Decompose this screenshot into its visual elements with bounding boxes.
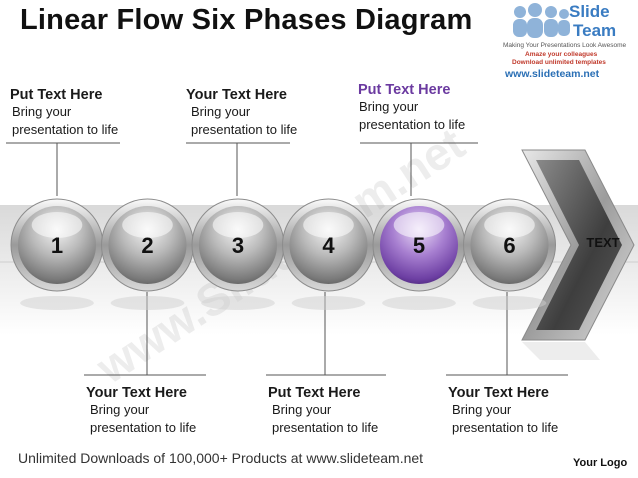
phase-3-highlight: [212, 212, 264, 238]
phase-6-highlight: [484, 212, 535, 238]
chevron-reflection: [522, 342, 600, 360]
brand-tagline: Making Your Presentations Look Awesome: [503, 42, 627, 49]
top-box-1-line-2: presentation to life: [12, 122, 119, 137]
top-box-2-line-1: Bring your: [191, 104, 251, 119]
phase-3-reflection: [201, 296, 275, 310]
top-box-3-line-1: Bring your: [359, 99, 419, 114]
phase-6: 6: [463, 198, 556, 310]
phase-4-number: 4: [322, 233, 335, 258]
phase-4: 4: [282, 198, 375, 310]
bottom-box-1-line-2: presentation to life: [90, 420, 197, 435]
phase-1-highlight: [31, 212, 83, 238]
phase-6-reflection: [472, 296, 547, 310]
logo-placeholder: Your Logo: [573, 457, 628, 469]
top-connectors: [6, 142, 478, 196]
top-box-2-heading: Your Text Here: [186, 87, 287, 103]
chevron-outer: [521, 149, 635, 341]
top-box-1-heading: Put Text Here: [10, 87, 103, 103]
phase-1: 1: [10, 198, 104, 310]
brand-promo-1: Amaze your colleagues: [525, 51, 598, 58]
phase-spheres: 1 2 3 4 5 6: [10, 198, 556, 310]
phase-5-reflection: [382, 296, 456, 310]
bottom-box-2-line-1: Bring your: [272, 402, 332, 417]
brand-url: www.slideteam.net: [505, 68, 600, 80]
phase-5-number: 5: [413, 233, 425, 258]
top-text-box-3: Put Text Here Bring your presentation to…: [358, 82, 465, 134]
top-box-1-line-1: Bring your: [12, 104, 72, 119]
chevron-inner: [536, 160, 622, 330]
brand-slide: Slide: [569, 2, 610, 21]
top-text-box-2: Your Text Here Bring your presentation t…: [186, 87, 297, 139]
phase-2: 2: [101, 198, 194, 310]
bottom-text-box-3: Your Text Here Bring your presentation t…: [448, 385, 558, 437]
bottom-box-3-line-2: presentation to life: [452, 420, 559, 435]
bottom-box-2-line-2: presentation to life: [272, 420, 379, 435]
phase-4-reflection: [291, 296, 366, 310]
phase-2-reflection: [110, 296, 185, 310]
top-box-3-heading: Put Text Here: [358, 82, 451, 98]
top-box-2-line-2: presentation to life: [191, 122, 298, 137]
arrow-label: TEXT: [586, 235, 619, 250]
phase-1-reflection: [20, 296, 94, 310]
phase-5-highlight: [393, 212, 445, 238]
top-box-3-line-2: presentation to life: [359, 117, 466, 132]
phase-6-number: 6: [503, 233, 515, 258]
brand-promo-2: Download unlimited templates: [512, 59, 606, 66]
bottom-text-box-1: Your Text Here Bring your presentation t…: [86, 385, 196, 437]
bottom-box-3-line-1: Bring your: [452, 402, 512, 417]
phase-5: 5: [372, 198, 466, 310]
page-title: Linear Flow Six Phases Diagram: [20, 4, 473, 36]
bottom-box-2-heading: Put Text Here: [268, 385, 361, 401]
phase-3-number: 3: [232, 233, 244, 258]
phase-2-highlight: [122, 212, 173, 238]
bottom-box-1-line-1: Bring your: [90, 402, 150, 417]
people-icon: [513, 3, 570, 38]
phase-3: 3: [191, 198, 285, 310]
top-text-box-1: Put Text Here Bring your presentation to…: [10, 87, 118, 139]
phase-1-number: 1: [51, 233, 63, 258]
chevron-arrow: [521, 149, 635, 360]
footer-text: Unlimited Downloads of 100,000+ Products…: [18, 450, 424, 466]
bottom-box-1-heading: Your Text Here: [86, 385, 187, 401]
phase-2-number: 2: [141, 233, 153, 258]
bottom-text-box-2: Put Text Here Bring your presentation to…: [268, 385, 378, 437]
bottom-box-3-heading: Your Text Here: [448, 385, 549, 401]
phase-4-highlight: [303, 212, 354, 238]
brand-team: Team: [573, 21, 617, 40]
